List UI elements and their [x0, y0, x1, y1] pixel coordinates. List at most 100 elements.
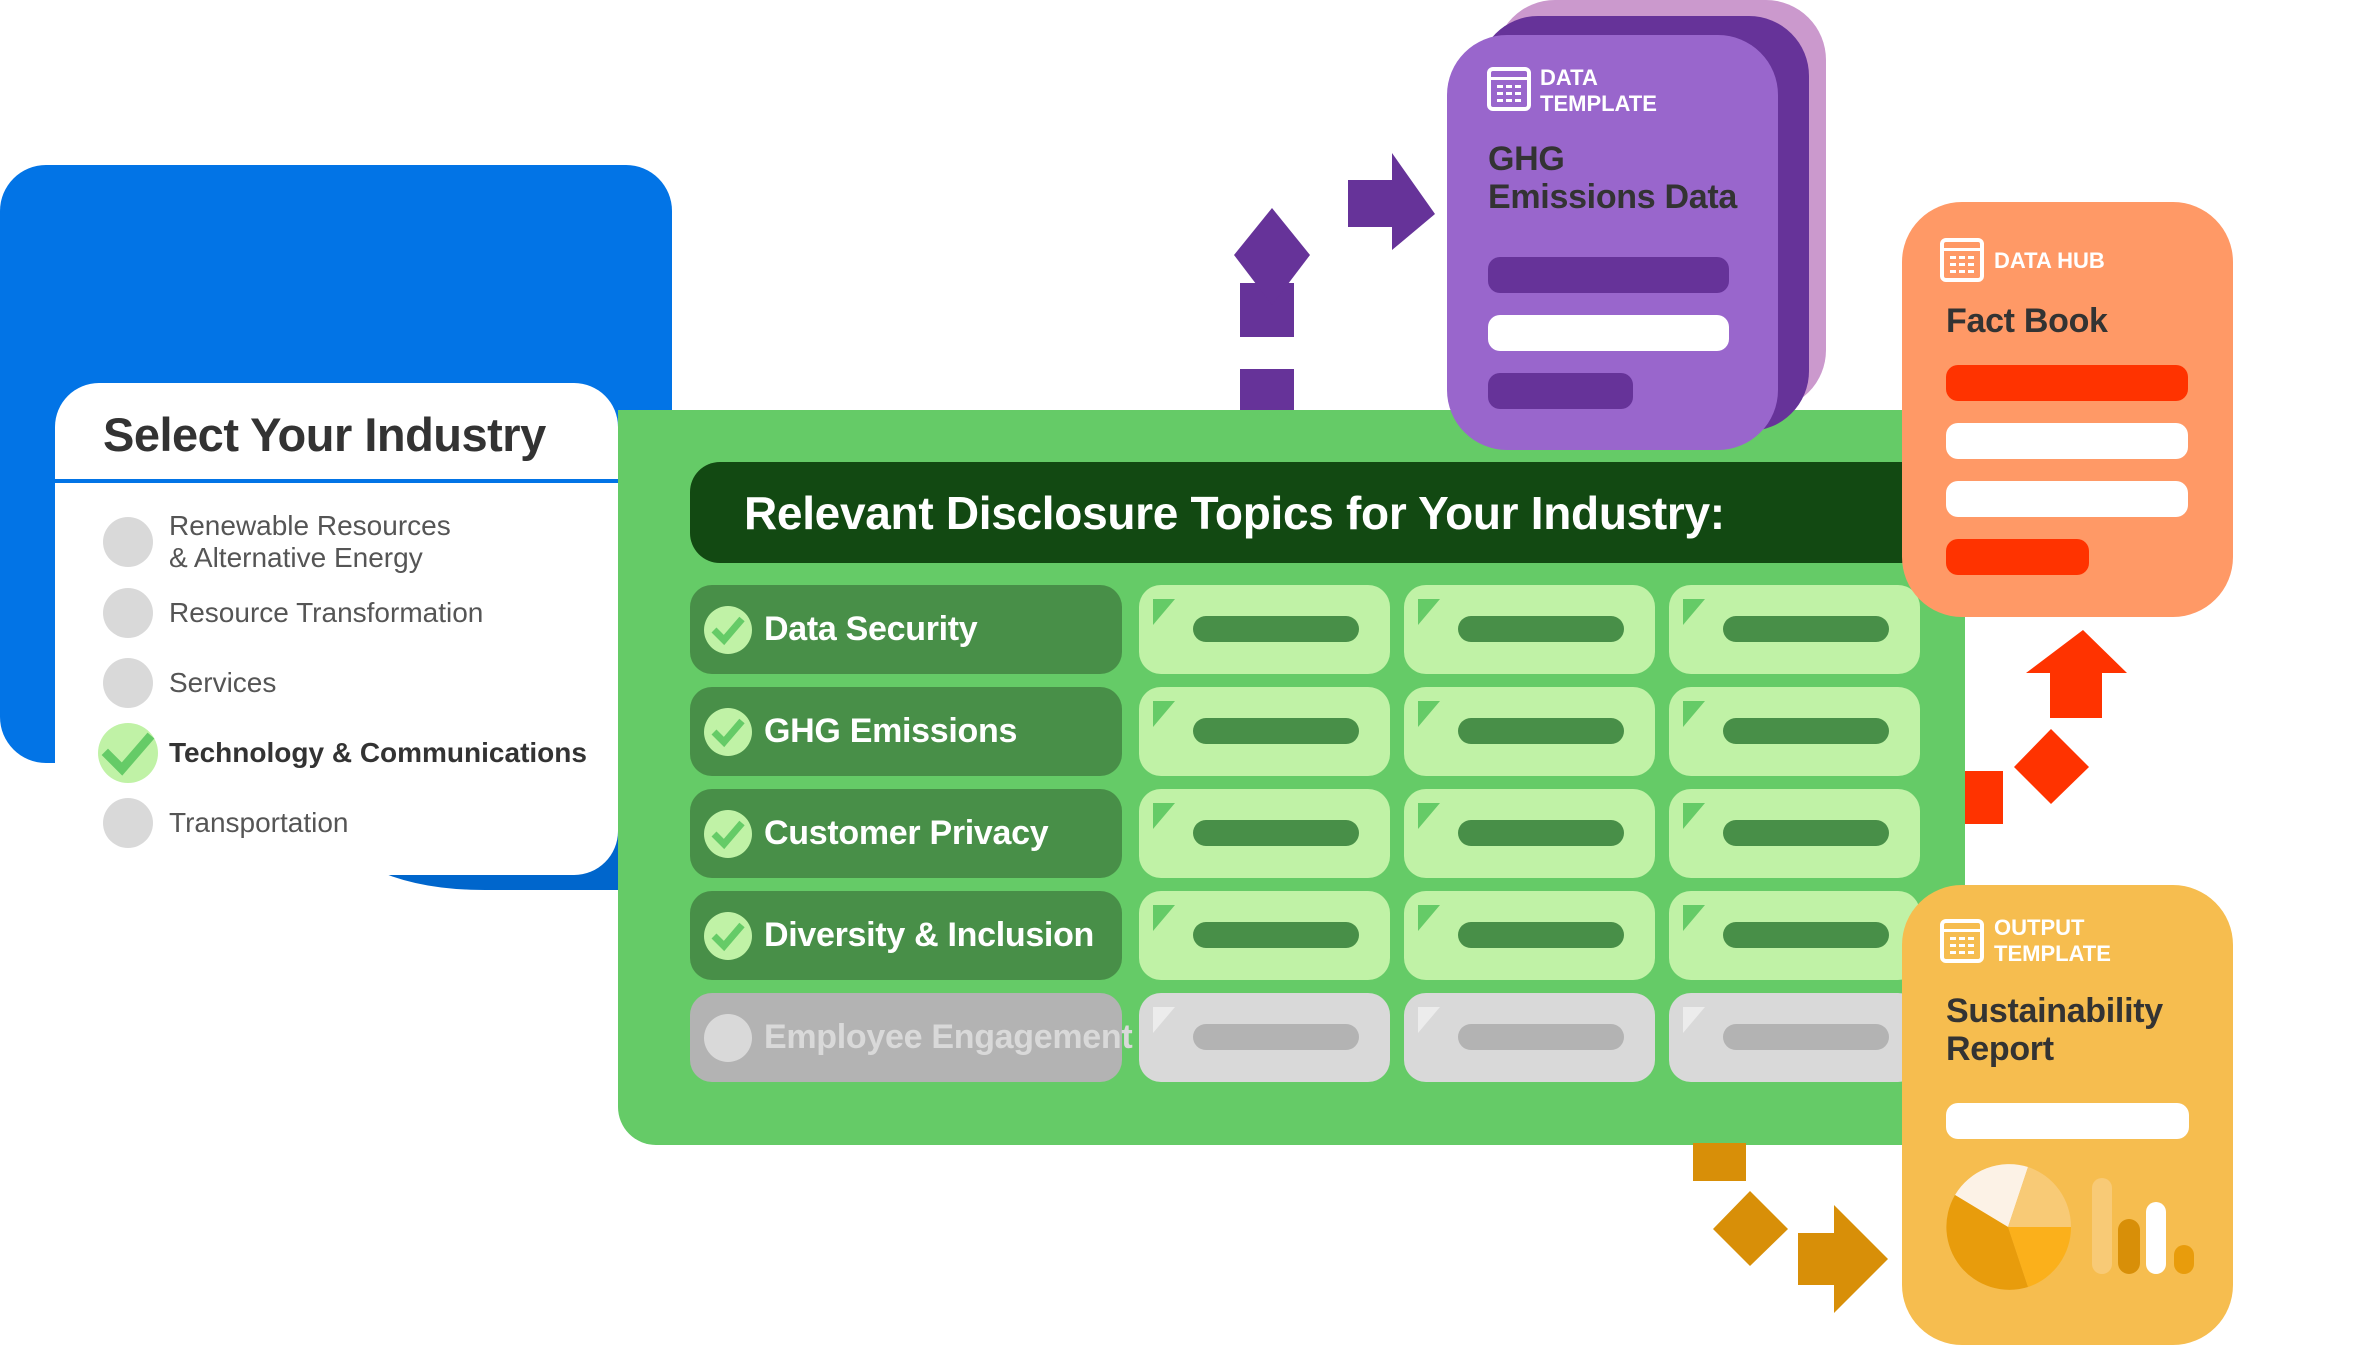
disclosure-topic-label: Diversity & Inclusion — [764, 916, 1095, 954]
data-hub-card[interactable]: DATA HUB Fact Book — [1902, 202, 2233, 617]
disclosure-topic-label: GHG Emissions — [764, 712, 1018, 750]
disclosure-data-cell[interactable] — [1669, 585, 1920, 674]
disclosure-data-cell[interactable] — [1404, 993, 1655, 1082]
data-template-flow-arrow — [1234, 153, 1435, 410]
placeholder-bar — [1723, 718, 1889, 744]
disclosure-data-cell[interactable] — [1669, 993, 1920, 1082]
disclosure-topic-row[interactable]: Customer Privacy — [690, 789, 1122, 878]
table-icon — [1940, 919, 1984, 963]
disclosure-data-cell[interactable] — [1139, 891, 1390, 980]
industry-option-technology-communications[interactable]: Technology & Communications — [98, 723, 587, 783]
radio-checked-icon[interactable] — [98, 723, 158, 783]
corner-flag-icon — [1418, 1007, 1440, 1033]
corner-flag-icon — [1153, 905, 1175, 931]
radio-unchecked-icon[interactable] — [103, 588, 153, 638]
disclosure-data-cell[interactable] — [1404, 891, 1655, 980]
disclosure-data-cell[interactable] — [1139, 789, 1390, 878]
placeholder-bar — [1193, 820, 1359, 846]
industry-selector-card: Select Your Industry Renewable Resources… — [0, 165, 672, 875]
corner-flag-icon — [1418, 803, 1440, 829]
pie-slice — [1955, 1164, 2028, 1227]
table-icon — [1487, 67, 1531, 111]
placeholder-bar — [1488, 373, 1633, 409]
radio-unchecked-icon[interactable] — [103, 658, 153, 708]
placeholder-bar — [1946, 365, 2188, 401]
bar-mark — [2146, 1202, 2166, 1274]
card-tag: DATA TEMPLATE — [1540, 65, 1657, 116]
placeholder-bar — [1723, 922, 1889, 948]
radio-unchecked-icon[interactable] — [103, 798, 153, 848]
checkmark-icon — [101, 732, 155, 776]
industry-option-transportation[interactable]: Transportation — [103, 798, 349, 848]
corner-flag-icon — [1153, 1007, 1175, 1033]
flow-dash — [1965, 771, 2003, 824]
disclosure-topic-label: Customer Privacy — [764, 814, 1049, 852]
arrow-right-icon — [1348, 153, 1435, 250]
placeholder-bar — [1946, 539, 2089, 575]
corner-flag-icon — [1683, 599, 1705, 625]
corner-flag-icon — [1153, 803, 1175, 829]
disclosure-topic-row[interactable]: Data Security — [690, 585, 1122, 674]
industry-option-label: Renewable Resources & Alternative Energy — [169, 510, 451, 573]
arrow-right-icon — [1798, 1205, 1888, 1313]
flow-diamond — [2014, 729, 2089, 804]
flow-diamond — [1713, 1191, 1788, 1266]
disclosure-data-cell[interactable] — [1669, 789, 1920, 878]
data-template-card[interactable]: DATA TEMPLATE GHG Emissions Data — [1447, 35, 1778, 450]
placeholder-bar — [1193, 922, 1359, 948]
radio-unchecked-icon[interactable] — [103, 517, 153, 567]
placeholder-bar — [1458, 820, 1624, 846]
placeholder-bar — [1946, 481, 2188, 517]
placeholder-bar — [1458, 1024, 1624, 1050]
disclosure-data-cell[interactable] — [1139, 687, 1390, 776]
disclosure-data-cell[interactable] — [1669, 891, 1920, 980]
empty-circle-icon[interactable] — [704, 1013, 752, 1062]
industry-selector-title: Select Your Industry — [103, 408, 546, 461]
output-flow-arrow — [1693, 1143, 1888, 1313]
report-chart-icon — [1946, 1164, 2194, 1290]
bar-mark — [2174, 1245, 2194, 1274]
corner-flag-icon — [1418, 701, 1440, 727]
placeholder-bar — [1193, 718, 1359, 744]
disclosure-topic-row[interactable]: Employee Engagement — [690, 993, 1133, 1082]
placeholder-bar — [1458, 922, 1624, 948]
industry-option-renewable-resources[interactable]: Renewable Resources & Alternative Energy — [103, 510, 451, 574]
data-hub-flow-arrow — [1965, 630, 2127, 824]
output-template-card[interactable]: OUTPUT TEMPLATE Sustainability Report — [1902, 885, 2233, 1345]
industry-option-label: Services — [169, 667, 277, 698]
disclosure-data-cell[interactable] — [1404, 789, 1655, 878]
disclosure-data-cell[interactable] — [1669, 687, 1920, 776]
corner-flag-icon — [1683, 803, 1705, 829]
industry-option-resource-transformation[interactable]: Resource Transformation — [103, 588, 483, 638]
bar-mark — [2092, 1178, 2112, 1274]
disclosure-data-cell[interactable] — [1404, 585, 1655, 674]
placeholder-bar — [1946, 1103, 2189, 1139]
title-divider — [55, 479, 618, 483]
disclosure-data-cell[interactable] — [1139, 585, 1390, 674]
placeholder-bar — [1488, 315, 1729, 351]
placeholder-bar — [1946, 423, 2188, 459]
card-title: Sustainability Report — [1946, 992, 2163, 1068]
pie-slice — [2008, 1167, 2072, 1227]
card-title: Fact Book — [1946, 302, 2108, 340]
industry-selector-panel: Select Your Industry Renewable Resources… — [55, 383, 618, 875]
disclosure-topic-row[interactable]: GHG Emissions — [690, 687, 1122, 776]
industry-option-label: Resource Transformation — [169, 597, 484, 628]
disclosure-data-cell[interactable] — [1404, 687, 1655, 776]
checkmark-circle-icon[interactable] — [704, 911, 752, 960]
disclosure-topic-row[interactable]: Diversity & Inclusion — [690, 891, 1122, 980]
corner-flag-icon — [1683, 905, 1705, 931]
industry-option-label: Transportation — [169, 807, 349, 838]
placeholder-bar — [1458, 718, 1624, 744]
corner-flag-icon — [1683, 701, 1705, 727]
checkmark-circle-icon[interactable] — [704, 809, 752, 858]
industry-option-label: Technology & Communications — [169, 737, 587, 768]
checkmark-circle-icon[interactable] — [704, 605, 752, 654]
placeholder-bar — [1458, 616, 1624, 642]
disclosure-data-cell[interactable] — [1139, 993, 1390, 1082]
checkmark-circle-icon[interactable] — [704, 707, 752, 756]
industry-option-services[interactable]: Services — [103, 658, 276, 708]
disclosure-topic-label: Data Security — [764, 610, 978, 648]
arrow-up-icon — [2026, 630, 2127, 718]
disclosure-header: Relevant Disclosure Topics for Your Indu… — [690, 462, 1910, 563]
